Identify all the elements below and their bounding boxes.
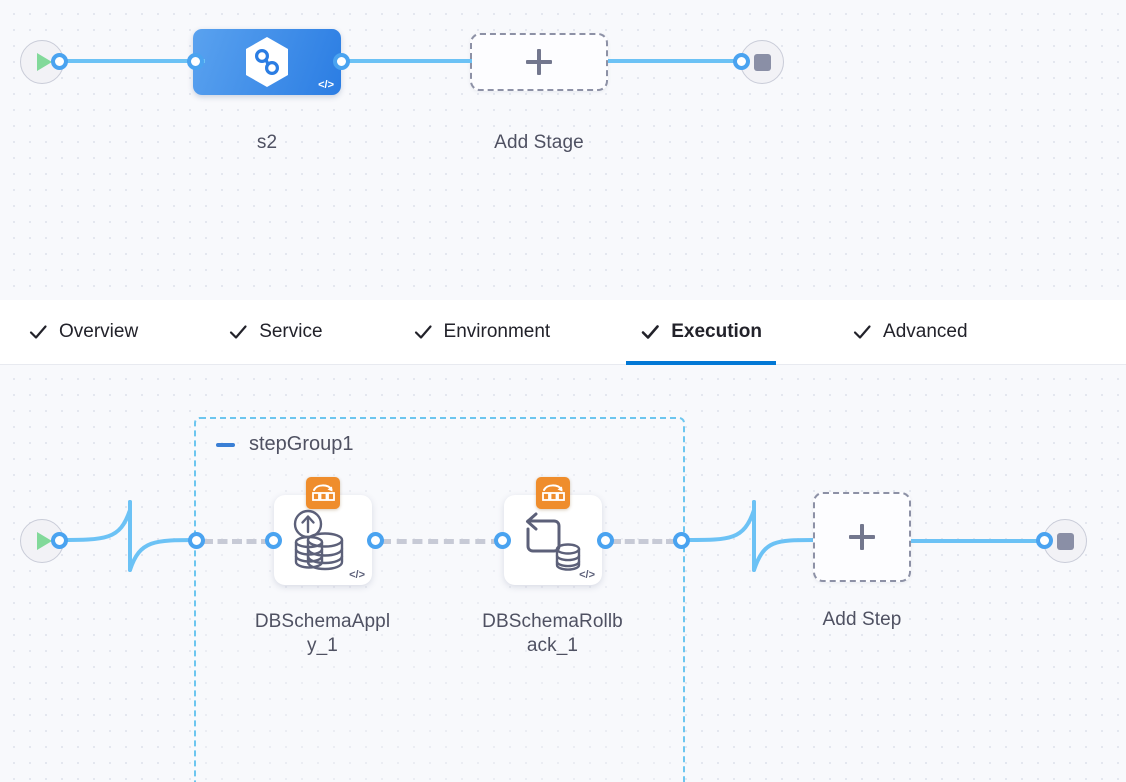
tab-label: Environment (443, 321, 551, 342)
database-apply-up-arrow-icon (293, 509, 344, 571)
link-step2-to-groupout (611, 539, 676, 544)
wave-connector-right (686, 500, 816, 572)
link-addstep-to-end (911, 539, 1044, 543)
tab-execution[interactable]: Execution (626, 300, 776, 365)
database-rollback-arrow-icon (526, 512, 581, 571)
code-brackets-icon: </> (318, 79, 334, 91)
add-step-label: Add Step (822, 609, 902, 630)
badge-glyph (312, 484, 335, 501)
step2-out-port[interactable] (597, 532, 614, 549)
link-start-to-stage (60, 59, 205, 63)
exec-start-port[interactable] (51, 532, 68, 549)
stop-icon (1056, 532, 1074, 550)
stop-icon (753, 53, 771, 71)
step-group-in-port[interactable] (188, 532, 205, 549)
code-brackets-icon: </> (349, 569, 365, 581)
step-group-title: stepGroup1 (249, 433, 354, 455)
tab-label: Execution (671, 321, 763, 342)
step1-label: DBSchemaAppl y_1 (240, 610, 405, 659)
db-migration-badge-icon (306, 477, 340, 509)
execution-graph-canvas[interactable]: stepGroup1 (0, 365, 1126, 782)
step-group-container[interactable]: stepGroup1 (194, 417, 685, 782)
add-stage-button[interactable] (470, 33, 608, 91)
tab-environment[interactable]: Environment (399, 300, 565, 365)
stage-end-port[interactable] (733, 53, 750, 70)
step1-label-line1: DBSchemaAppl (254, 611, 391, 632)
stage-node-s2[interactable]: </> (193, 29, 341, 95)
exec-end-node[interactable] (1043, 519, 1087, 563)
tab-label: Advanced (883, 321, 968, 342)
step-node-dbschemarollback[interactable]: </> (504, 477, 602, 585)
badge-glyph (542, 484, 565, 501)
check-icon (29, 325, 47, 339)
step2-label: DBSchemaRollb ack_1 (470, 610, 635, 659)
step1-in-port[interactable] (265, 532, 282, 549)
add-step-button[interactable] (813, 492, 911, 582)
play-icon (36, 53, 52, 71)
tab-service[interactable]: Service (214, 300, 336, 365)
stage-end-node[interactable] (740, 40, 784, 84)
step2-label-line2: ack_1 (526, 635, 579, 657)
link-add-to-end (608, 59, 748, 63)
wave-connector-left (56, 500, 200, 572)
link-groupin-to-step1 (203, 539, 271, 544)
exec-end-port[interactable] (1036, 532, 1053, 549)
link-step1-to-step2 (381, 539, 501, 544)
check-icon (853, 325, 871, 339)
tab-label: Service (259, 321, 323, 342)
stage-in-port[interactable] (187, 53, 204, 70)
stage-out-port[interactable] (333, 53, 350, 70)
step-node-dbschemaapply[interactable]: </> (274, 477, 372, 585)
plus-icon (526, 49, 552, 75)
tab-advanced[interactable]: Advanced (838, 300, 982, 365)
add-stage-label: Add Stage (494, 132, 584, 153)
code-brackets-icon: </> (579, 569, 595, 581)
minus-icon[interactable] (216, 442, 235, 447)
tab-overview[interactable]: Overview (14, 300, 152, 365)
step2-label-line1: DBSchemaRollb (482, 611, 623, 632)
tab-label: Overview (59, 321, 139, 342)
stage-start-port[interactable] (51, 53, 68, 70)
stage-label-s2: s2 (256, 132, 278, 153)
db-migration-badge-icon (536, 477, 570, 509)
step-group-header[interactable]: stepGroup1 (216, 433, 354, 456)
step2-in-port[interactable] (494, 532, 511, 549)
check-icon (414, 325, 432, 339)
harness-cd-hexagon-icon (246, 37, 288, 87)
step1-label-line2: y_1 (307, 635, 338, 657)
stage-graph-canvas[interactable]: </> s2 Add Stage (0, 0, 1126, 300)
link-stage-to-add (340, 59, 472, 63)
check-icon (230, 325, 247, 339)
step-group-out-port[interactable] (673, 532, 690, 549)
play-icon (36, 532, 52, 550)
stage-config-tabs[interactable]: Overview Service Environment Execution A… (0, 300, 1126, 365)
plus-icon (849, 524, 875, 550)
step1-out-port[interactable] (367, 532, 384, 549)
check-icon (641, 325, 660, 339)
